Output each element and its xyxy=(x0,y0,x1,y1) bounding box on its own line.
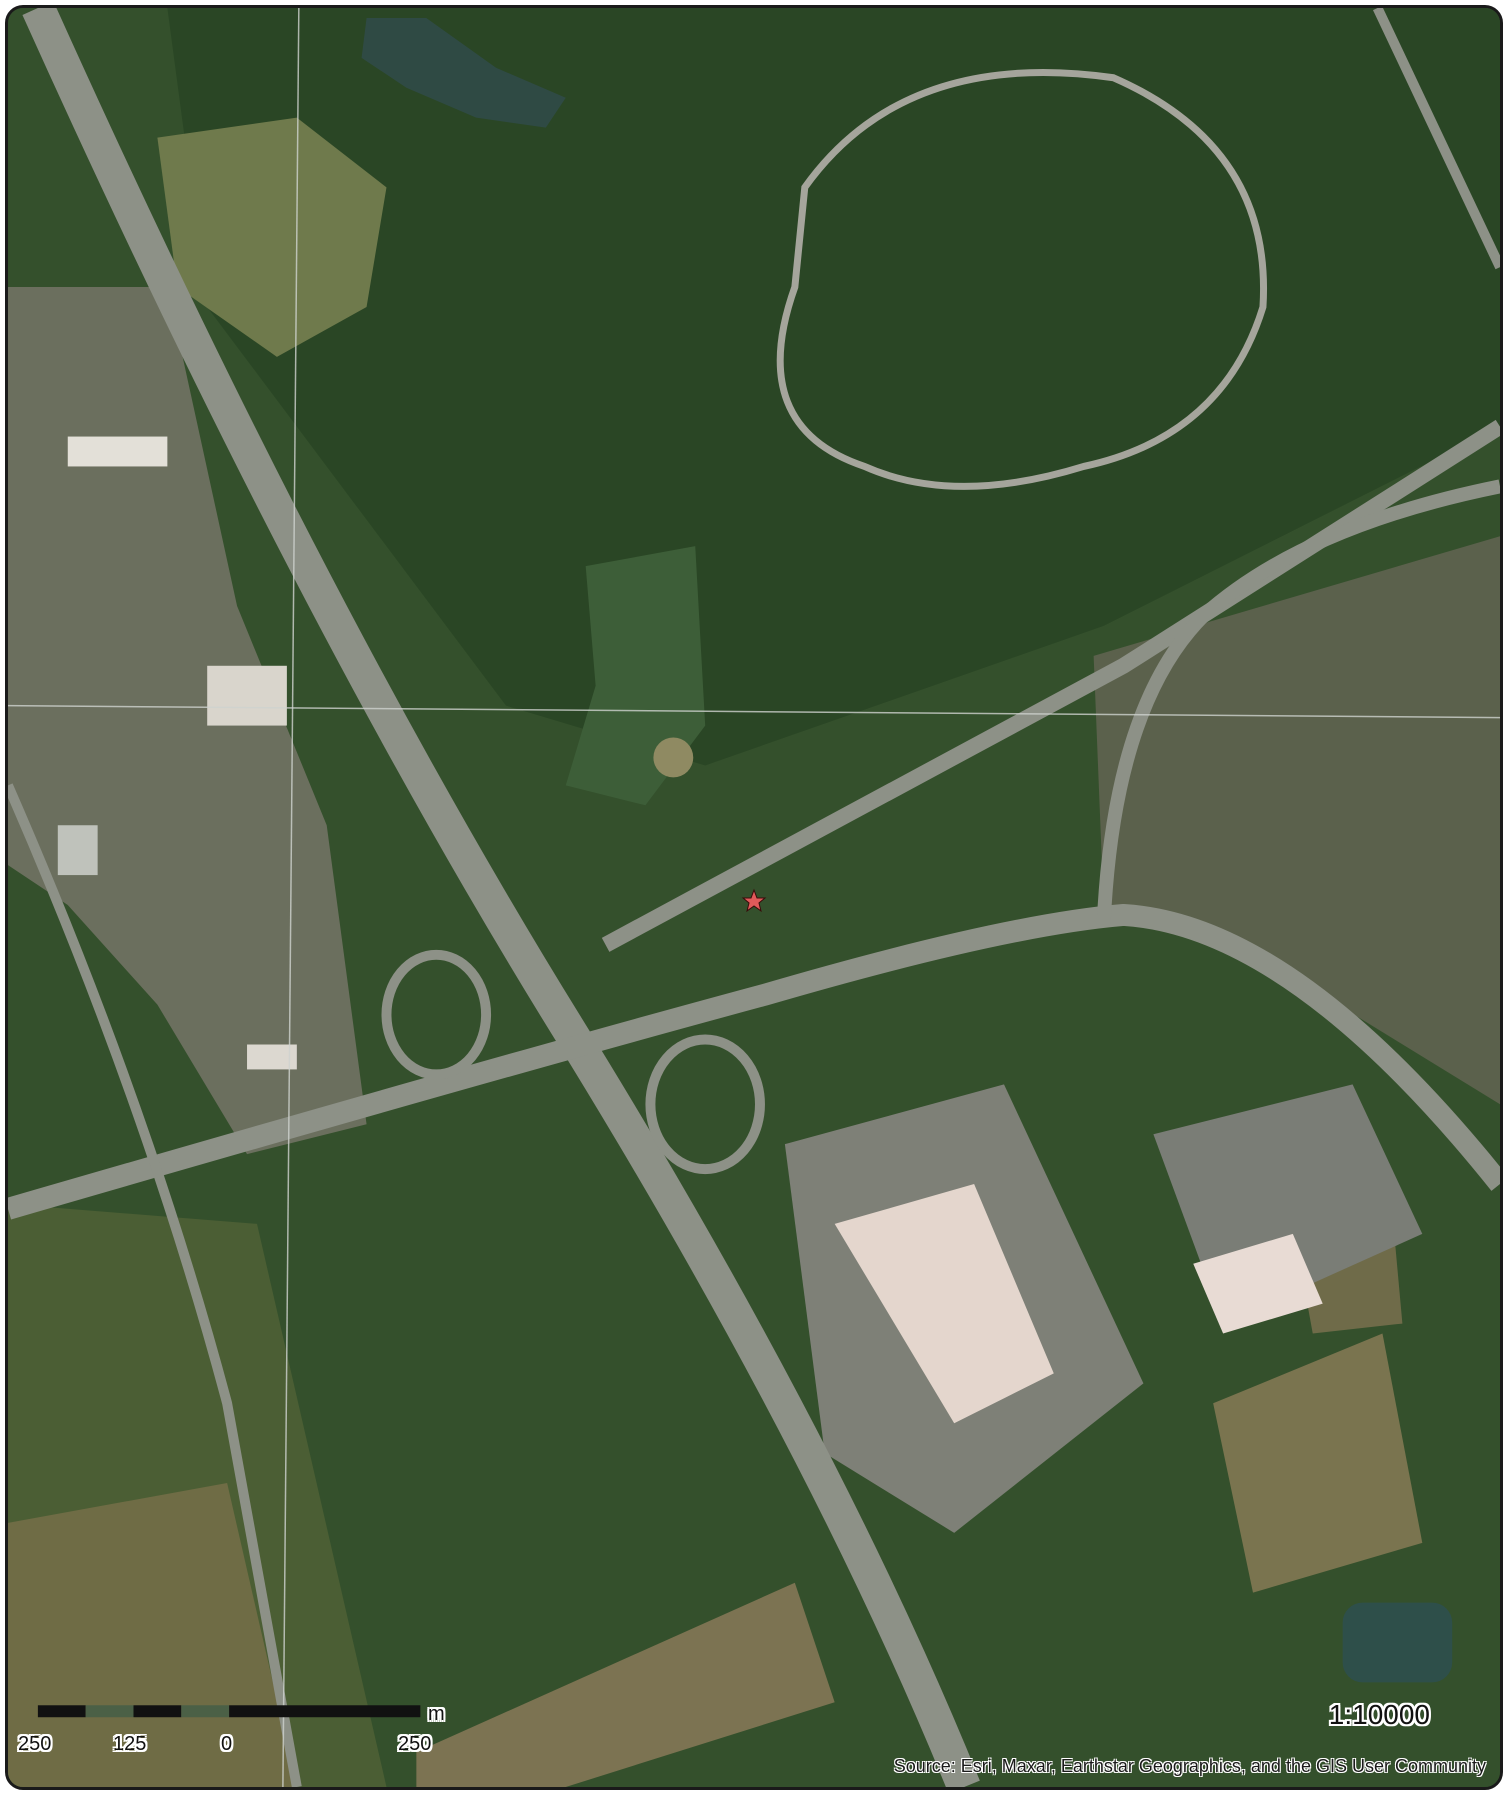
road-crossing xyxy=(8,903,1500,1220)
scale-segment-4 xyxy=(181,1705,230,1718)
cloverleaf-loop xyxy=(645,1034,765,1175)
scale-segment-5 xyxy=(229,1705,421,1718)
scale-label-250-left: 250 xyxy=(18,1733,52,1755)
pond-north xyxy=(361,17,566,128)
scale-label-125: 125 xyxy=(113,1733,147,1755)
roof-warehouse xyxy=(834,1184,1054,1424)
satellite-imagery[interactable] xyxy=(8,8,1500,1787)
highway-main xyxy=(22,8,980,1787)
map-frame[interactable]: 250 125 0 250 m 1:10000 Source: Esri, Ma… xyxy=(5,5,1503,1790)
cloverleaf-loop-west xyxy=(381,949,492,1080)
source-attribution: Source: Esri, Maxar, Earthstar Geographi… xyxy=(893,1756,1486,1776)
scale-label-250-right: 250 xyxy=(398,1733,432,1755)
clearing-northwest xyxy=(157,117,387,357)
industrial-west xyxy=(8,287,367,1155)
fields-southeast xyxy=(1213,1333,1423,1593)
road-curve-east xyxy=(1096,479,1500,926)
scale-segment-3 xyxy=(133,1705,182,1718)
road-east-vertical xyxy=(1372,8,1500,270)
scale-segment-1 xyxy=(37,1705,86,1718)
graticule-horizontal xyxy=(8,704,1500,719)
scale-label-0: 0 xyxy=(221,1733,233,1755)
scale-segment-2 xyxy=(85,1705,134,1718)
location-marker-star[interactable] xyxy=(741,888,767,913)
residential-east xyxy=(1093,536,1500,1105)
road-northeast xyxy=(601,419,1500,952)
building-west-3 xyxy=(247,1044,297,1070)
building-west-1 xyxy=(207,665,287,726)
pond-southeast xyxy=(1342,1602,1453,1683)
building-west-4 xyxy=(67,436,168,467)
field-tan-south xyxy=(416,1582,835,1787)
building-west-2 xyxy=(57,825,98,876)
road-residential-loop xyxy=(776,69,1268,490)
scale-unit: m xyxy=(428,1703,445,1725)
baseball-field xyxy=(653,737,694,778)
scale-ratio: 1:10000 xyxy=(1328,1699,1430,1730)
road-west-vertical xyxy=(8,783,302,1787)
roof-store-east xyxy=(1193,1233,1323,1334)
forest-north xyxy=(167,8,1500,766)
graticule-vertical xyxy=(282,8,300,1787)
scale-bar xyxy=(37,1705,421,1718)
